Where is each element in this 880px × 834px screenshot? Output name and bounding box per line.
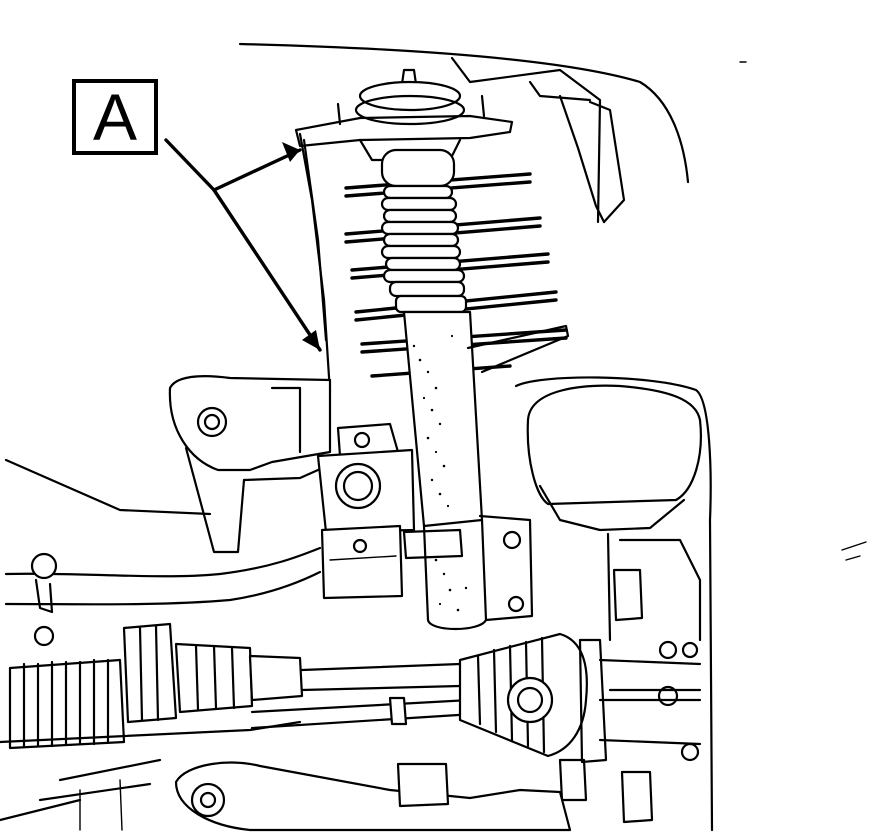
callout-arrows	[164, 138, 322, 352]
subframe-bracket	[4, 375, 332, 554]
strut-shading	[412, 334, 468, 612]
dust-boot	[380, 148, 468, 314]
arrowhead-lower	[302, 330, 320, 350]
drive-shaft	[0, 654, 476, 744]
strut-tower-panel	[298, 132, 332, 394]
strut-bracket	[316, 422, 534, 622]
strut-top-mount	[294, 68, 514, 162]
wheel-arch-panel	[238, 42, 690, 224]
stabilizer-bar	[4, 546, 322, 647]
cv-joint-boot	[458, 632, 588, 758]
callout-letter: A	[92, 80, 138, 154]
strut-tube	[402, 310, 570, 630]
stray-marks	[739, 61, 867, 561]
callout-label-box: A	[72, 79, 158, 155]
lower-control-arm	[0, 758, 572, 832]
wheel-hub	[514, 376, 714, 832]
steering-rack-boot	[8, 622, 254, 750]
arrowhead-upper	[282, 142, 300, 162]
